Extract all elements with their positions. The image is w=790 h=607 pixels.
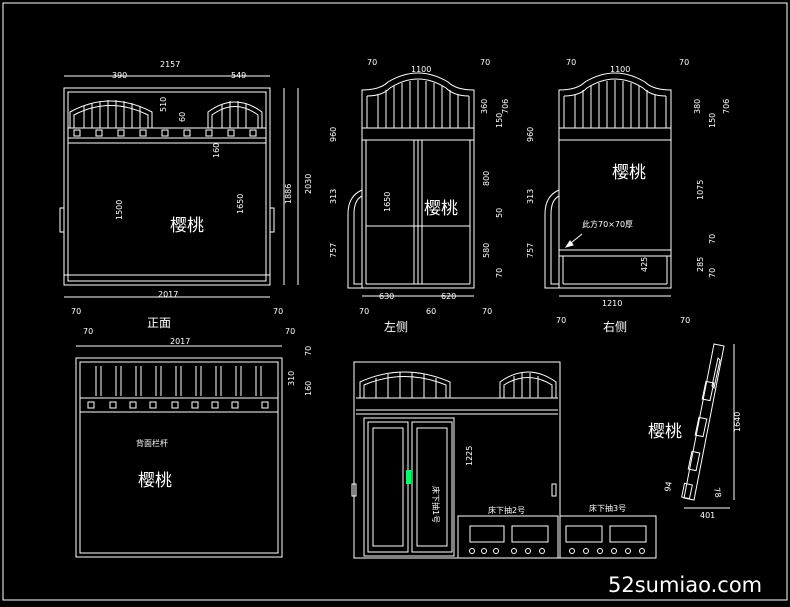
- front-material-label: 樱桃: [170, 216, 204, 236]
- ladder-dim-height: 1640: [733, 412, 742, 432]
- left-material-label: 樱桃: [424, 199, 458, 219]
- right-dim-313: 313: [526, 189, 535, 204]
- back-balusters: [95, 366, 262, 396]
- right-dim-150: 150: [708, 113, 717, 128]
- right-view-title: 右侧: [603, 319, 627, 334]
- back-material-label: 樱桃: [138, 471, 172, 491]
- back-railing-label: 背面栏杆: [136, 438, 168, 448]
- right-balusters: [574, 80, 656, 128]
- left-dim-50: 50: [495, 208, 504, 218]
- front-dim-160: 160: [212, 143, 221, 158]
- left-dim-1650: 1650: [383, 192, 392, 212]
- right-side-labels: 70 1100 70 380 706 150 960 313 757 1075 …: [526, 58, 731, 334]
- front-dim-top-total: 2157: [160, 60, 180, 69]
- front-dim-1500: 1500: [115, 200, 124, 220]
- right-dim-706: 706: [722, 99, 731, 114]
- right-dim-757: 757: [526, 243, 535, 258]
- right-dim-960: 960: [526, 127, 535, 142]
- left-view-title: 左侧: [384, 319, 408, 334]
- front-dim-bottom: 2017: [158, 290, 178, 299]
- front-dim-60: 60: [178, 112, 187, 122]
- right-dim-top: 1100: [610, 65, 630, 74]
- lower-dim-1225: 1225: [465, 446, 474, 466]
- front-dim-70a: 70: [71, 307, 81, 316]
- front-dim-70d: 70: [285, 327, 295, 336]
- front-dim-510: 510: [159, 97, 168, 112]
- left-dim-757: 757: [329, 243, 338, 258]
- watermark-text: 52sumiao.com: [608, 573, 762, 597]
- right-dim-b70b: 70: [680, 316, 690, 325]
- ladder-material-label: 樱桃: [648, 422, 682, 442]
- left-dim-70a: 70: [367, 58, 377, 67]
- back-view: [75, 345, 283, 558]
- right-dim-70: 70: [708, 234, 717, 244]
- back-dim-160: 160: [304, 381, 313, 396]
- ladder-dim-78: 78: [712, 487, 723, 499]
- left-dim-top: 1100: [411, 65, 431, 74]
- drawer-1-label: 床下抽1号: [431, 486, 441, 523]
- front-dim-70c: 70: [273, 307, 283, 316]
- ladder-view: [681, 343, 735, 509]
- drawer-knobs: [469, 548, 645, 554]
- front-view: [59, 75, 299, 298]
- right-dim-70a: 70: [566, 58, 576, 67]
- ladder-dim-width: 401: [700, 511, 715, 520]
- back-dim-70: 70: [304, 346, 313, 356]
- right-dim-425: 425: [640, 257, 649, 272]
- left-side-view: [347, 72, 475, 297]
- left-dim-b70b: 70: [482, 307, 492, 316]
- door-handle-accent: [406, 470, 411, 484]
- right-note: 此方70×70厚: [582, 219, 633, 229]
- front-dim-70b: 70: [83, 327, 93, 336]
- right-material-label: 樱桃: [612, 163, 646, 183]
- ladder-dim-94: 94: [663, 481, 674, 493]
- right-dim-380: 380: [693, 99, 702, 114]
- drawer-3-label: 床下抽3号: [589, 503, 626, 513]
- right-side-view: [544, 72, 672, 297]
- drawer-2-label: 床下抽2号: [488, 505, 525, 515]
- front-dim-1886: 1886: [284, 184, 293, 204]
- left-dim-800: 800: [482, 171, 491, 186]
- left-dim-580: 580: [482, 243, 491, 258]
- left-dim-150: 150: [495, 113, 504, 128]
- left-dim-630: 630: [379, 292, 394, 301]
- front-rail-rosettes: [73, 129, 257, 137]
- left-dim-b70a: 70: [359, 307, 369, 316]
- left-dim-70: 70: [495, 268, 504, 278]
- left-dim-706: 706: [501, 99, 510, 114]
- right-dim-bottom: 1210: [602, 299, 622, 308]
- back-view-labels: 2017 310 70 160 背面栏杆 樱桃: [136, 337, 313, 491]
- back-dim-top: 2017: [170, 337, 190, 346]
- left-dim-960: 960: [329, 127, 338, 142]
- back-dim-310: 310: [287, 371, 296, 386]
- right-dim-285: 285: [696, 257, 705, 272]
- left-balusters: [377, 80, 459, 128]
- front-view-labels: 390 2157 549 510 60 160 1500 1650 1886 2…: [71, 60, 313, 336]
- right-dim-70b: 70: [708, 268, 717, 278]
- right-dim-b70a: 70: [556, 316, 566, 325]
- lower-assembly: [351, 361, 657, 559]
- right-dim-70b: 70: [679, 58, 689, 67]
- right-dim-1075: 1075: [696, 180, 705, 200]
- left-dim-70b: 70: [480, 58, 490, 67]
- front-dim-1650: 1650: [236, 194, 245, 214]
- left-dim-360: 360: [480, 99, 489, 114]
- front-dim-2030: 2030: [304, 174, 313, 194]
- left-dim-60: 60: [426, 307, 436, 316]
- back-rail-rosettes: [87, 401, 269, 409]
- left-side-labels: 70 1100 70 360 706 150 960 313 757 1650 …: [329, 58, 510, 334]
- left-dim-313: 313: [329, 189, 338, 204]
- left-dim-620: 620: [441, 292, 456, 301]
- front-dim-top-right: 549: [231, 71, 246, 80]
- front-right-balusters: [221, 101, 247, 128]
- front-left-balusters: [83, 100, 141, 128]
- ladder-labels: 樱桃 1640 401 94 78: [648, 412, 742, 520]
- front-view-title: 正面: [147, 316, 171, 330]
- lower-assembly-labels: 1225 床下抽1号 床下抽2号 床下抽3号: [431, 446, 626, 523]
- front-dim-top-left: 390: [112, 71, 127, 80]
